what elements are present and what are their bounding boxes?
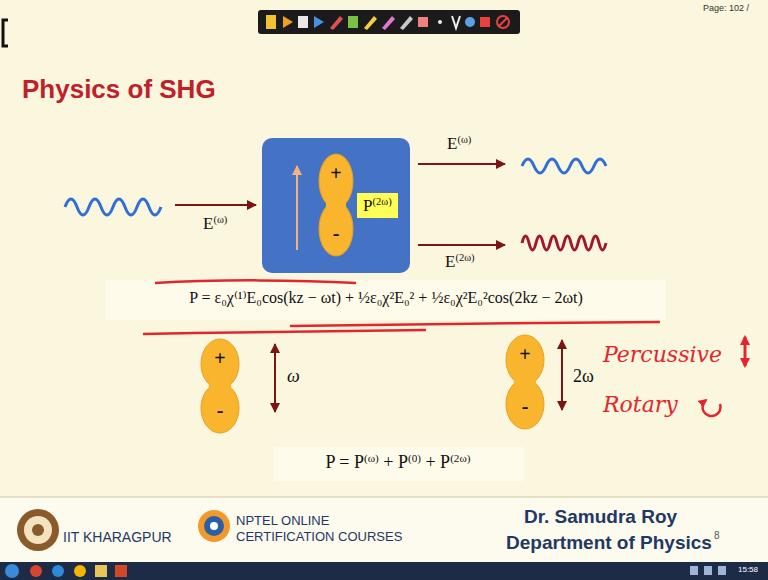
- input-arrow: [175, 204, 256, 206]
- charge-sign: -: [333, 223, 340, 243]
- dipole-charge: +-: [505, 334, 545, 430]
- pen-stroke: [290, 322, 660, 326]
- handwritten-note: Percussive: [603, 342, 722, 368]
- pen-toolbar: [314, 16, 324, 28]
- field-symbol: E(2ω): [445, 252, 475, 272]
- input-wave: [65, 199, 161, 215]
- pen-toolbar: [480, 17, 490, 27]
- field-symbol: E(ω): [203, 214, 227, 234]
- slide-title: Physics of SHG: [22, 74, 216, 105]
- handwritten-note: Rotary: [603, 392, 678, 418]
- pen-toolbar: [465, 17, 475, 27]
- output-arrow: [418, 244, 505, 246]
- polarization-sum: P = P(ω) + P(0) + P(2ω): [325, 452, 470, 474]
- pen-toolbar: [400, 16, 413, 30]
- footer-band: [0, 497, 768, 562]
- taskbar: [95, 565, 107, 577]
- dipole-charge: +-: [200, 338, 240, 434]
- taskbar: [718, 566, 726, 575]
- clock: 15:58: [738, 565, 758, 575]
- slide-number: 8: [714, 530, 720, 542]
- pen-toolbar: [452, 16, 460, 28]
- polarization-equation: P = ε₀χ⁽¹⁾E₀cos(kz − ωt) + ½ε₀χ²E₀² + ½ε…: [189, 288, 583, 307]
- taskbar: [0, 562, 768, 580]
- pen-stroke: [155, 280, 356, 283]
- footer-band: [32, 524, 44, 536]
- charge-sign: +: [330, 163, 341, 183]
- pen-toolbar: [298, 16, 308, 28]
- page-number: Page: 102 /: [703, 3, 749, 14]
- frequency-symbol: ω: [287, 366, 300, 388]
- pen-toolbar: [497, 16, 509, 28]
- field-symbol: E(ω): [447, 134, 471, 154]
- footer-band: [210, 522, 218, 530]
- taskbar: [704, 566, 712, 575]
- charge-sign: -: [217, 400, 224, 420]
- lecturer-name: Dr. Samudra Roy: [524, 506, 677, 529]
- taskbar: [5, 564, 19, 578]
- taskbar: [115, 565, 127, 577]
- pen-toolbar: [258, 10, 520, 34]
- pen-toolbar: [348, 16, 358, 28]
- pen-rotation-arrow: [703, 400, 721, 416]
- fundamental-wave: [522, 159, 606, 173]
- footer-band: [198, 510, 230, 542]
- pen-toolbar: [258, 10, 520, 34]
- pen-toolbar: [330, 16, 343, 30]
- pen-toolbar: [283, 16, 293, 28]
- charge-sign: -: [522, 396, 529, 416]
- footer-band: [0, 497, 768, 498]
- taskbar: [30, 565, 42, 577]
- dipole-charge: +-: [318, 153, 354, 257]
- pen-toolbar: [499, 18, 507, 26]
- crystal-block: [262, 138, 410, 273]
- charge-sign: +: [214, 348, 225, 368]
- course-banner: CERTIFICATION COURSES: [236, 529, 402, 545]
- charge-sign: +: [519, 344, 530, 364]
- pen-toolbar: [266, 15, 276, 29]
- oscillation-arrow: [274, 344, 276, 412]
- polarization-label: P(2ω): [357, 193, 398, 218]
- pen-double-arrow: [744, 337, 747, 366]
- dipole-waist: [326, 184, 346, 226]
- institute-name: IIT KHARAGPUR: [63, 529, 172, 546]
- footer-band: [204, 516, 224, 536]
- output-arrow: [418, 163, 505, 165]
- taskbar: [74, 565, 86, 577]
- equation-ground: [106, 280, 666, 320]
- pen-toolbar: [438, 20, 442, 24]
- department-name: Department of Physics: [506, 532, 712, 555]
- field-direction-arrow: [296, 166, 298, 250]
- footer-band: [17, 509, 59, 551]
- pen-toolbar: [382, 16, 395, 30]
- second-harmonic-wave: [522, 236, 606, 250]
- oscillation-arrow: [561, 340, 563, 410]
- equation-ground: [274, 447, 524, 481]
- taskbar: [0, 562, 768, 580]
- course-banner: NPTEL ONLINE: [236, 513, 329, 529]
- footer-band: [0, 497, 768, 562]
- pen-toolbar: [364, 16, 377, 30]
- taskbar: [690, 566, 698, 575]
- pen-toolbar: [418, 17, 428, 27]
- window-mark: [3, 20, 8, 46]
- frequency-symbol: 2ω: [573, 366, 594, 388]
- footer-band: [24, 516, 52, 544]
- pen-stroke: [143, 330, 426, 334]
- taskbar: [52, 565, 64, 577]
- polarization-symbol: P(2ω): [363, 197, 392, 214]
